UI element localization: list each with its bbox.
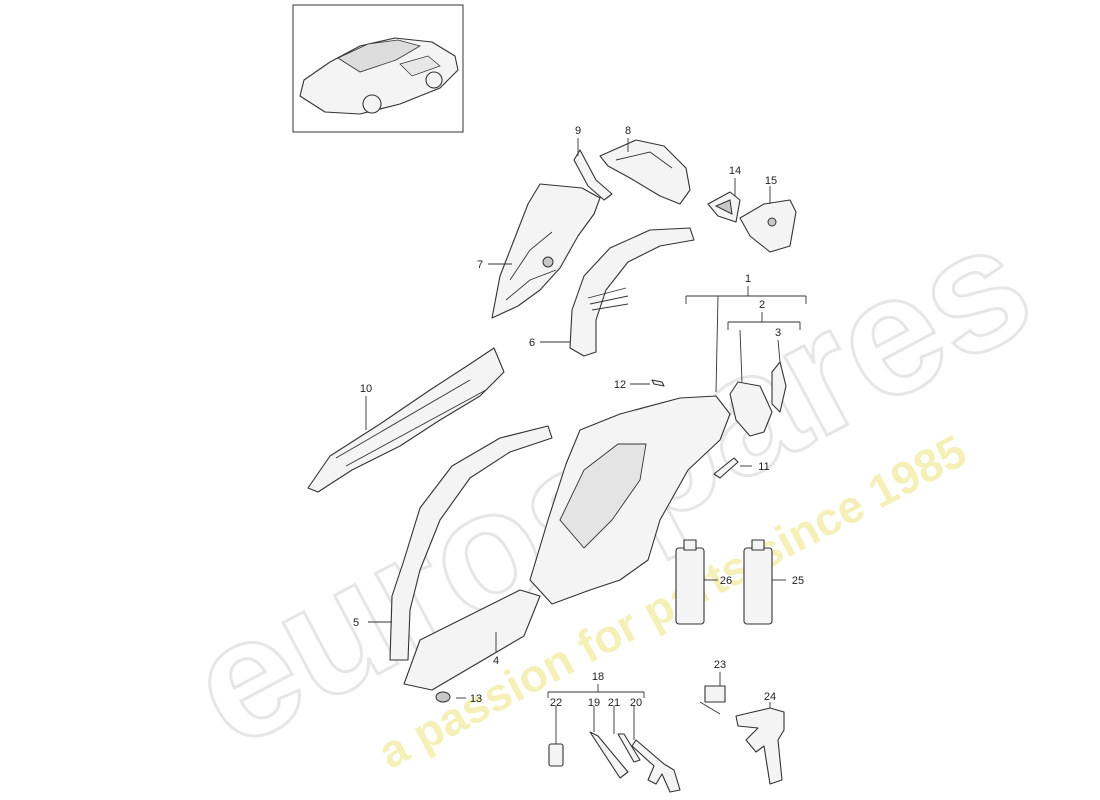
part-4-outer-sill [403, 589, 541, 691]
callout-12: 12 [614, 379, 626, 391]
callout-20: 20 [630, 697, 642, 709]
callout-23: 23 [714, 659, 726, 671]
part-2-reinforcement [729, 381, 773, 437]
part-11-clip [713, 457, 739, 479]
part-14-gusset [707, 191, 741, 223]
callout-6: 6 [529, 337, 535, 349]
part-5-pillar [389, 425, 553, 661]
callout-18: 18 [592, 671, 604, 683]
callout-10: 10 [360, 383, 372, 395]
callout-3: 3 [775, 327, 781, 339]
callout-1: 1 [745, 273, 751, 285]
callout-24: 24 [764, 691, 776, 703]
part-21-nozzle [617, 733, 641, 763]
callout-8: 8 [625, 125, 631, 137]
callout-13: 13 [470, 693, 482, 705]
part-23-mixer [699, 685, 726, 715]
part-22-cap [548, 743, 564, 767]
callout-25: 25 [792, 575, 804, 587]
callout-26: 26 [720, 575, 732, 587]
leader-lines [365, 138, 807, 744]
part-15-cover [739, 199, 797, 253]
part-6-wheel-housing [569, 227, 695, 357]
part-1-side-panel [529, 395, 731, 605]
part-25-cartridge [743, 539, 773, 625]
callout-21: 21 [608, 697, 620, 709]
callout-9: 9 [575, 125, 581, 137]
part-10-inner-sill [307, 347, 505, 493]
callout-15: 15 [765, 175, 777, 187]
part-7-inner-quarter-panel [491, 183, 601, 319]
part-24-dispenser-gun [735, 707, 785, 785]
part-9-bracket [573, 149, 613, 201]
callout-11: 11 [758, 461, 769, 473]
callout-2: 2 [759, 299, 765, 311]
part-19-tube [589, 731, 629, 779]
part-12-seal [651, 379, 665, 387]
callout-7: 7 [477, 259, 483, 271]
part-13-grommet [435, 691, 451, 703]
callout-14: 14 [729, 165, 741, 177]
callout-4: 4 [493, 655, 499, 667]
part-20-gun [631, 739, 681, 793]
reference-car-thumbnail [292, 4, 464, 133]
part-26-cartridge [675, 539, 705, 625]
callout-5: 5 [353, 617, 359, 629]
part-3-bracket [771, 361, 787, 413]
callout-22: 22 [550, 697, 562, 709]
callout-labels: 1 2 3 4 5 6 7 8 9 10 11 12 13 14 15 18 1… [353, 125, 804, 709]
callout-19: 19 [588, 697, 600, 709]
part-8-rear-panel-section [599, 139, 691, 205]
